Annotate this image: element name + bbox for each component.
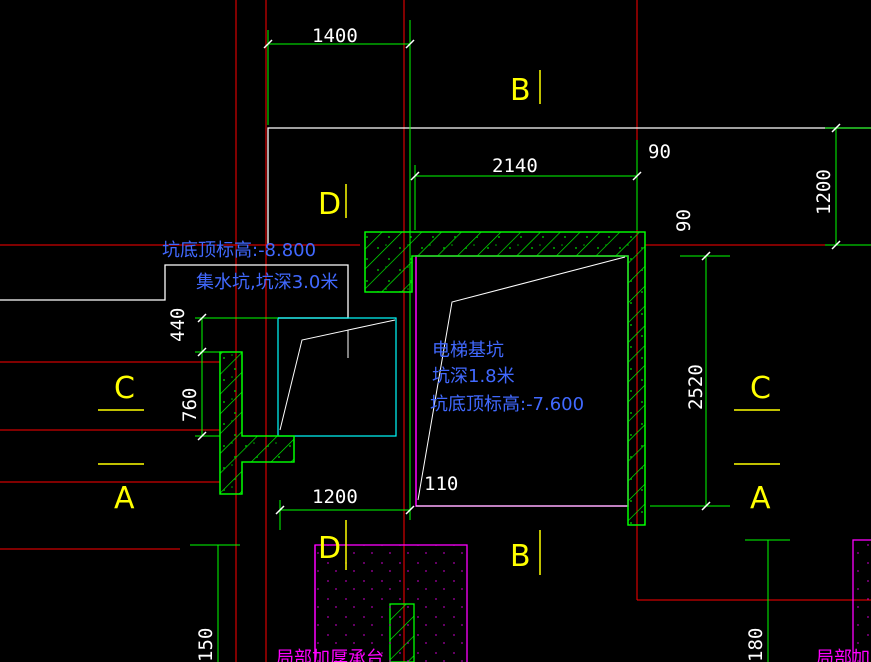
dimension-ticks [197, 39, 841, 515]
dim-1200-vertical: 1200 [813, 169, 835, 215]
svg-text:D: D [318, 531, 341, 566]
sump-pit-outline [277, 317, 397, 437]
dim-760: 760 [179, 388, 201, 422]
elevator-note-depth: 坑深1.8米 [432, 366, 515, 387]
dimension-lines [190, 20, 871, 662]
section-marker-d-bottom: D [318, 520, 347, 570]
white-wall-outline [0, 127, 871, 319]
dim-440: 440 [167, 308, 189, 342]
section-marker-left: C A [98, 371, 144, 516]
svg-text:C: C [114, 371, 135, 406]
section-marker-b-bottom: B [510, 530, 541, 575]
dim-1200-horizontal: 1200 [312, 486, 358, 508]
dim-180: 180 [745, 628, 767, 662]
dim-2140: 2140 [492, 155, 538, 177]
dim-2520: 2520 [685, 364, 707, 410]
svg-text:B: B [510, 73, 531, 108]
section-marker-b-top: B [510, 70, 541, 108]
dim-1400: 1400 [312, 25, 358, 47]
bottom-left-note: 局部加厚承台 [276, 648, 384, 662]
elevator-note-title: 电梯基坑 [432, 340, 504, 361]
svg-text:D: D [318, 187, 341, 222]
dim-90-top: 90 [648, 141, 671, 163]
sump-note-elevation: 坑底顶标高:-8.800 [162, 240, 316, 261]
note-leader-lines [279, 256, 626, 501]
svg-text:C: C [750, 371, 771, 406]
svg-text:B: B [510, 539, 531, 574]
section-marker-right: C A [734, 371, 780, 516]
sump-note-depth: 集水坑,坑深3.0米 [196, 272, 338, 293]
lower-pile-cap-outlines [314, 539, 871, 662]
bottom-right-note: 局部加 [816, 648, 870, 662]
dim-110: 110 [424, 473, 458, 495]
svg-text:A: A [114, 481, 135, 516]
section-marker-d-top: D [318, 184, 347, 222]
svg-text:A: A [750, 481, 771, 516]
elevator-note-elevation: 坑底顶标高:-7.600 [430, 394, 584, 415]
dim-150: 150 [195, 628, 217, 662]
dim-90-side: 90 [673, 209, 695, 232]
